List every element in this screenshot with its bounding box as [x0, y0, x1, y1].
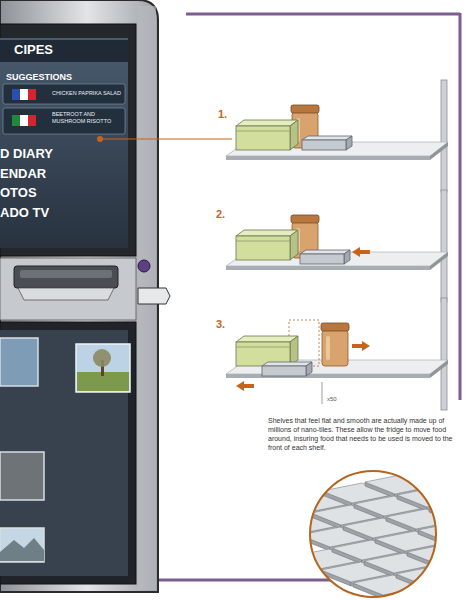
fridge [0, 452, 44, 500]
french-flag [12, 89, 20, 100]
menu-item: ADO TV [0, 205, 124, 221]
shelf-step [321, 323, 349, 366]
menu-item: OTOS [0, 185, 124, 201]
french-flag [28, 89, 36, 100]
step-number: 3. [216, 318, 236, 331]
fridge [3, 84, 125, 104]
shelf-step [262, 362, 312, 376]
frame-line [150, 579, 335, 582]
shelf-step [226, 80, 448, 192]
french-flag [20, 89, 28, 100]
italian-flag [12, 115, 36, 126]
step-number: 1. [218, 108, 238, 121]
fridge [0, 38, 128, 248]
leader-line [97, 136, 232, 142]
fridge [0, 0, 158, 592]
recipe-item: BEETROOT AND MUSHROOM RISOTTO [52, 111, 124, 124]
frame-line [459, 13, 462, 400]
shelf-step [226, 190, 448, 302]
photo [0, 528, 44, 562]
french-flag [12, 89, 36, 100]
magnifier [407, 544, 468, 568]
italian-flag [20, 115, 28, 126]
fridge [18, 288, 114, 300]
label-holder: 3. [216, 318, 236, 331]
recipe-item: CHICKEN PAPRIKA SALAD [52, 90, 124, 97]
shelf-step [302, 136, 352, 150]
shelf-step [226, 80, 448, 192]
fridge [20, 270, 112, 278]
magnifier [397, 487, 467, 511]
magnifier [450, 535, 468, 559]
fridge [0, 338, 38, 386]
frame-line [186, 13, 460, 16]
photo [0, 538, 44, 561]
shelf-step [322, 382, 323, 404]
fridge [0, 40, 128, 62]
fridge [141, 262, 145, 270]
fridge [0, 258, 136, 320]
italian-flag [12, 115, 20, 126]
shelf-step [236, 230, 298, 260]
photo [93, 349, 111, 367]
shelf-step [300, 250, 350, 264]
label-holder: 2. [216, 208, 236, 221]
fridge [138, 288, 170, 304]
magnifier [418, 522, 468, 546]
fridge [0, 322, 136, 584]
shelf-step [226, 298, 448, 410]
fridge [3, 108, 125, 134]
screen-panel: CIPES SUGGESTIONS CHICKEN PAPRIKA SALAD BEE… [0, 38, 128, 248]
menu-item: D DIARY [0, 146, 124, 162]
photo [0, 528, 44, 562]
label-holder: Shelves that feel flat and smooth are ac… [268, 416, 454, 452]
magnifier [310, 471, 436, 597]
magnifier [236, 474, 468, 599]
shelf-step [352, 247, 370, 257]
photo [76, 344, 130, 392]
leader-line [100, 138, 232, 139]
photo [76, 344, 130, 392]
screen-subheading: SUGGESTIONS [6, 72, 124, 83]
magnifier [439, 557, 468, 581]
shelf-step [226, 298, 448, 410]
magnification-label: x50 [327, 396, 351, 403]
shelf-step [236, 336, 298, 366]
label-holder: 1. [218, 108, 238, 121]
shelf-step [352, 341, 370, 351]
fridge [138, 260, 150, 272]
italian-flag [28, 115, 36, 126]
magnifier [236, 501, 306, 525]
fridge [14, 266, 118, 288]
fridge [0, 0, 170, 592]
fridge [0, 24, 136, 256]
menu-item: ENDAR [0, 166, 124, 182]
step-number: 2. [216, 208, 236, 221]
shelf-step [236, 381, 254, 391]
shelf-step [236, 120, 298, 150]
note-text: Shelves that feel flat and smooth are ac… [268, 416, 454, 452]
shelf-step [226, 190, 448, 302]
screen-heading: CIPES [14, 42, 124, 58]
label-holder: x50 [327, 396, 351, 403]
leader-line [97, 136, 103, 142]
magnifier [236, 471, 468, 599]
